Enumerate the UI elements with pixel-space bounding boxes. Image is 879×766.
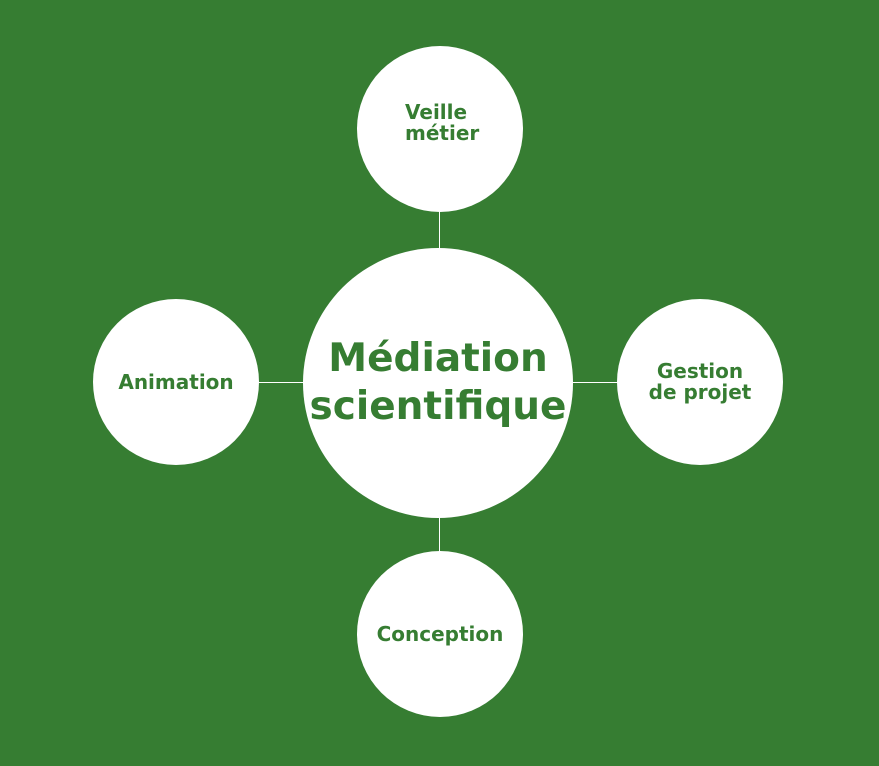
- center-label-line2: scientifique: [309, 384, 567, 429]
- node-gestion-de-projet: Gestion de projet: [617, 299, 783, 465]
- node-conception-label: Conception: [376, 621, 504, 646]
- center-node: Médiation scientifique: [303, 248, 573, 518]
- node-veille-metier-text: Veille métier: [405, 102, 479, 144]
- node-conception: Conception: [357, 551, 523, 717]
- connector-right: [572, 382, 618, 383]
- node-gestion-line2: de projet: [648, 380, 752, 404]
- node-animation: Animation: [93, 299, 259, 465]
- node-veille-line1: Veille: [405, 100, 468, 124]
- connector-top: [439, 211, 440, 251]
- node-veille-metier: Veille métier: [357, 46, 523, 212]
- connector-bottom: [439, 517, 440, 553]
- node-veille-line2: métier: [405, 121, 480, 145]
- center-node-text: Médiation scientifique: [310, 335, 567, 430]
- node-gestion-text: Gestion de projet: [649, 361, 752, 403]
- node-gestion-line1: Gestion: [656, 359, 744, 383]
- center-label-line1: Médiation: [328, 336, 548, 382]
- connector-left: [259, 382, 304, 383]
- node-animation-label: Animation: [118, 369, 234, 394]
